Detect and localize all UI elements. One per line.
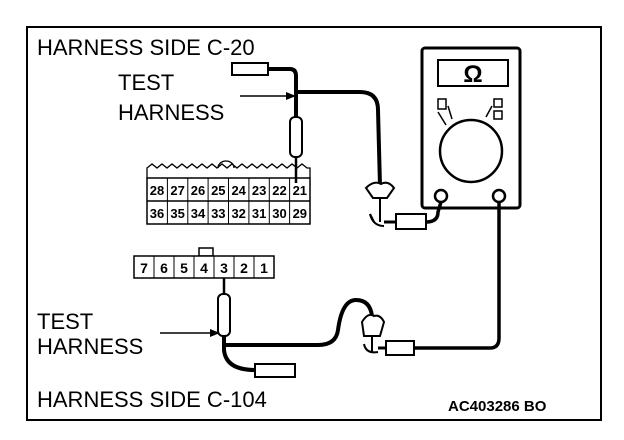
bottom-harness-end-plug xyxy=(254,363,296,378)
label-top-harness: HARNESS xyxy=(118,100,224,125)
top-harness-probe xyxy=(289,116,303,158)
multimeter: Ω xyxy=(420,46,522,210)
c20-pin-33: 33 xyxy=(211,206,225,221)
c20-pin-36: 36 xyxy=(150,206,164,221)
leader-arrow-top xyxy=(240,92,296,100)
meter-dial xyxy=(438,118,504,184)
lead-right-connector xyxy=(385,340,415,356)
c20-pin-22: 22 xyxy=(272,183,286,198)
c20-pin-25: 25 xyxy=(211,183,225,198)
c20-pin-32: 32 xyxy=(231,206,245,221)
label-harness-side-c104: HARNESS SIDE C-104 xyxy=(37,387,267,412)
lead-left-connector xyxy=(395,213,427,230)
c20-pin-35: 35 xyxy=(170,206,184,221)
meter-display xyxy=(437,59,509,87)
leader-arrow-bottom xyxy=(160,329,220,337)
top-harness-end-plug xyxy=(231,62,269,76)
label-harness-side-c20: HARNESS SIDE C-20 xyxy=(37,35,255,60)
meter-jack-right xyxy=(491,188,507,204)
connector-c104: 7 6 5 4 3 2 1 xyxy=(133,247,275,279)
test-harness-bottom xyxy=(217,278,374,378)
label-top-test: TEST xyxy=(118,70,174,95)
c20-pin-26: 26 xyxy=(191,183,205,198)
connector-c20: 28 27 26 25 24 23 22 21 36 35 34 33 32 3… xyxy=(146,160,311,225)
ohm-symbol: Ω xyxy=(463,61,482,88)
c104-pin-3: 3 xyxy=(220,260,228,276)
meter-lead-right xyxy=(360,202,501,356)
c20-pin-27: 27 xyxy=(170,183,184,198)
c104-pin-dividers xyxy=(153,256,255,278)
c104-pin-4: 4 xyxy=(200,260,208,276)
meter-button-right-bottom xyxy=(493,110,503,120)
diagram-frame xyxy=(26,26,602,421)
meter-button-right-top xyxy=(493,98,503,108)
meter-button-left xyxy=(437,98,447,110)
c104-pin-6: 6 xyxy=(160,260,168,276)
c20-pin-dividers xyxy=(166,178,291,224)
c20-pin-30: 30 xyxy=(272,206,286,221)
label-bottom-test: TEST xyxy=(37,309,93,334)
c104-pin-7: 7 xyxy=(140,260,148,276)
meter-lead-left xyxy=(364,181,443,230)
label-bottom-harness: HARNESS xyxy=(37,334,143,359)
meter-jack-left xyxy=(433,188,449,204)
bottom-harness-probe xyxy=(217,293,231,337)
c20-pin-23: 23 xyxy=(252,183,266,198)
c104-pin-5: 5 xyxy=(180,260,188,276)
c20-pin-29: 29 xyxy=(293,206,307,221)
c20-pin-21: 21 xyxy=(293,183,307,198)
c104-pin-2: 2 xyxy=(240,260,248,276)
figure-code: AC403286 BO xyxy=(448,398,547,415)
c20-pin-28: 28 xyxy=(150,183,164,198)
c20-pin-34: 34 xyxy=(191,206,206,221)
c104-pin-1: 1 xyxy=(260,260,268,276)
c20-pin-31: 31 xyxy=(252,206,266,221)
c20-pin-24: 24 xyxy=(231,183,246,198)
test-harness-top xyxy=(231,62,382,187)
